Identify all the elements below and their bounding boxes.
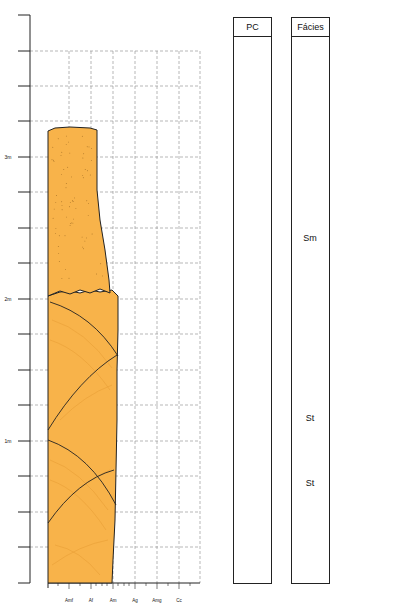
- sand-grain-dot: [81, 135, 83, 137]
- sand-grain-dot: [65, 135, 67, 137]
- sand-grain-dot: [65, 268, 67, 270]
- sand-grain-dot: [61, 277, 63, 279]
- sand-grain-dot: [63, 169, 65, 171]
- sand-grain-dot: [67, 166, 69, 168]
- sand-grain-dot: [53, 160, 55, 162]
- sand-grain-dot: [82, 177, 84, 179]
- sand-grain-dot: [61, 205, 63, 207]
- sand-grain-dot: [55, 202, 57, 204]
- sand-grain-dot: [91, 147, 93, 149]
- sand-grain-dot: [53, 208, 55, 210]
- sand-grain-dot: [88, 202, 90, 204]
- sand-grain-dot: [61, 209, 63, 211]
- sand-grain-dot: [81, 236, 83, 238]
- sand-grain-dot: [90, 160, 92, 162]
- sand-grain-dot: [61, 174, 63, 176]
- depth-label: 2m: [5, 296, 12, 302]
- grain-ticks: [58, 583, 190, 589]
- depth-label: 3m: [5, 154, 12, 160]
- pc-column: PC: [233, 17, 272, 584]
- grain-size-label: Amg: [152, 598, 161, 603]
- sand-grain-dot: [86, 200, 88, 202]
- sand-grain-dot: [89, 174, 91, 176]
- sand-grain-dot: [55, 228, 57, 230]
- sand-grain-dot: [100, 263, 102, 265]
- sand-dots: [52, 136, 103, 279]
- sand-grain-dot: [60, 154, 62, 156]
- sand-grain-dot: [69, 222, 71, 224]
- sand-grain-dot: [84, 240, 86, 242]
- sand-grain-dot: [61, 151, 63, 153]
- sand-grain-dot: [58, 235, 60, 237]
- sand-grain-dot: [69, 224, 71, 226]
- grain-size-label: Cc: [176, 598, 182, 603]
- sand-grain-dot: [55, 233, 57, 235]
- sand-grain-dot: [52, 217, 54, 219]
- sand-grain-dot: [58, 261, 60, 263]
- sand-grain-dot: [65, 187, 67, 189]
- sand-grain-dot: [61, 201, 63, 203]
- sand-grain-dot: [85, 237, 87, 239]
- column-header: PC: [234, 18, 271, 37]
- sand-grain-dot: [57, 246, 59, 248]
- sand-grain-dot: [55, 195, 57, 197]
- sand-grain-dot: [87, 215, 89, 217]
- sand-grain-dot: [83, 248, 85, 250]
- sand-grain-dot: [51, 159, 53, 161]
- sand-grain-dot: [74, 197, 76, 199]
- sand-grain-dot: [71, 176, 73, 178]
- sand-grain-dot: [84, 169, 86, 171]
- sand-grain-dot: [68, 277, 70, 279]
- sand-grain-dot: [96, 273, 98, 275]
- sand-grain-dot: [71, 222, 73, 224]
- sand-grain-dot: [82, 157, 84, 159]
- sand-grain-dot: [65, 144, 67, 146]
- facies-code: Sm: [303, 233, 317, 243]
- axes: [18, 15, 200, 588]
- facies-column: Fácies: [291, 17, 330, 584]
- sand-grain-dot: [57, 138, 59, 140]
- sand-grain-dot: [86, 146, 88, 148]
- facies-code: St: [306, 478, 315, 488]
- sand-grain-dot: [82, 246, 84, 248]
- sand-grain-dot: [69, 152, 71, 154]
- sand-grain-dot: [58, 253, 60, 255]
- sand-grain-dot: [72, 201, 74, 203]
- sand-grain-dot: [64, 235, 66, 237]
- grain-size-label: Af: [89, 598, 93, 603]
- sand-grain-dot: [88, 146, 90, 148]
- depth-label: 1m: [5, 438, 12, 444]
- sand-grain-dot: [66, 216, 68, 218]
- grain-size-label: Amf: [65, 598, 73, 603]
- sand-grain-dot: [69, 206, 71, 208]
- sand-grain-dot: [53, 159, 55, 161]
- sand-grain-dot: [86, 170, 88, 172]
- sand-grain-dot: [73, 218, 75, 220]
- sand-grain-dot: [68, 141, 70, 143]
- column-header: Fácies: [292, 18, 329, 37]
- sand-grain-dot: [72, 200, 74, 202]
- sand-grain-dot: [102, 275, 104, 277]
- cross-stratified-sandstone: [48, 290, 118, 583]
- grid: [30, 51, 200, 583]
- facies-code: St: [306, 413, 315, 423]
- sand-grain-dot: [82, 175, 84, 177]
- laminae: [50, 320, 112, 575]
- sand-grain-dot: [69, 202, 71, 204]
- trough-sets: [48, 302, 118, 523]
- sand-grain-dot: [72, 222, 74, 224]
- sand-grain-dot: [83, 153, 85, 155]
- grain-size-label: Ag: [132, 598, 138, 603]
- sand-grain-dot: [75, 208, 77, 210]
- sand-grain-dot: [91, 233, 93, 235]
- sand-grain-dot: [52, 146, 54, 148]
- sand-grain-dot: [65, 183, 67, 185]
- massive-sandstone: [48, 127, 110, 296]
- grain-size-label: Am: [110, 598, 117, 603]
